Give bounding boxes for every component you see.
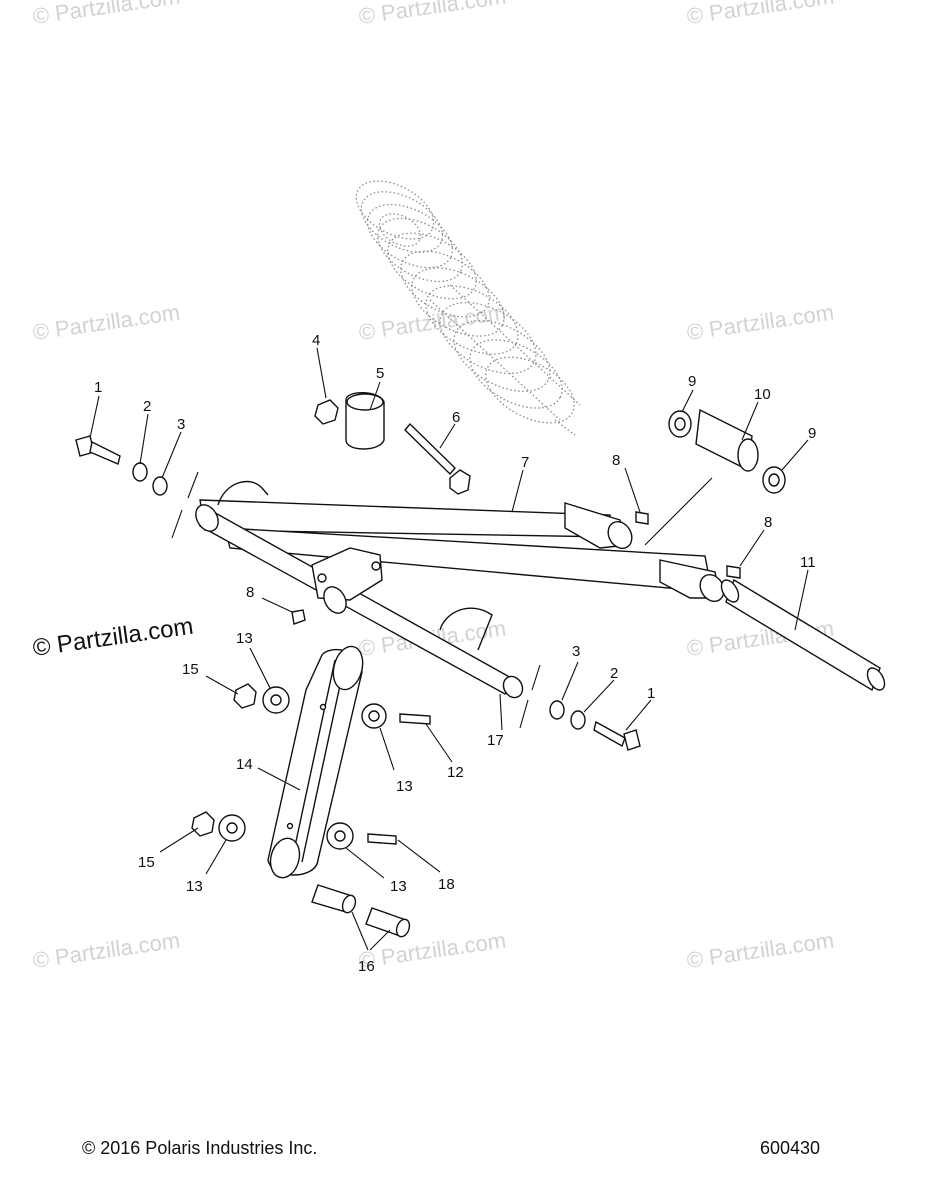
callout-13-bottom-left: 13 xyxy=(186,878,203,895)
watermark-layer: © Partzilla.com © Partzilla.com © Partzi… xyxy=(31,0,835,973)
callout-1: 1 xyxy=(94,379,102,396)
callout-10: 10 xyxy=(754,386,771,403)
callout-17: 17 xyxy=(487,732,504,749)
callout-8-right: 8 xyxy=(764,514,772,531)
shaft-11 xyxy=(720,578,886,692)
callout-15-top: 15 xyxy=(182,661,199,678)
watermark: © Partzilla.com xyxy=(31,300,181,345)
copyright-notice: © 2016 Polaris Industries Inc. xyxy=(82,1138,318,1158)
callout-11: 11 xyxy=(800,554,816,571)
spring-shock-reference xyxy=(355,180,581,436)
callout-12: 12 xyxy=(447,764,464,781)
callout-8-top: 8 xyxy=(612,452,620,469)
callout-15-bottom: 15 xyxy=(138,854,155,871)
drawing-number: 600430 xyxy=(760,1138,821,1158)
leader-lines xyxy=(89,347,809,951)
watermark: © Partzilla.com xyxy=(685,0,835,29)
callout-18: 18 xyxy=(438,876,455,893)
callout-13-mid: 13 xyxy=(396,778,413,795)
callout-5: 5 xyxy=(376,365,384,382)
callout-7: 7 xyxy=(521,454,529,471)
right-top-hardware xyxy=(644,408,786,546)
a-arm-assembly xyxy=(195,480,725,699)
callout-3: 3 xyxy=(177,416,185,433)
watermark: © Partzilla.com xyxy=(685,928,835,973)
right-lower-hardware xyxy=(519,664,641,751)
callout-2-right: 2 xyxy=(610,665,618,682)
top-hardware xyxy=(314,392,471,495)
link-assembly xyxy=(191,645,431,938)
callout-9-right: 9 xyxy=(808,425,816,442)
watermark: © Partzilla.com xyxy=(357,928,507,973)
callout-1-right: 1 xyxy=(647,685,655,702)
grease-fittings xyxy=(291,511,741,625)
callout-2: 2 xyxy=(143,398,151,415)
callout-13-bottom-right: 13 xyxy=(390,878,407,895)
callout-9-left: 9 xyxy=(688,373,696,390)
watermark: © Partzilla.com xyxy=(31,928,181,973)
callout-8-left: 8 xyxy=(246,584,254,601)
watermark: © Partzilla.com xyxy=(31,613,195,662)
callout-3-right: 3 xyxy=(572,643,580,660)
watermark: © Partzilla.com xyxy=(357,0,507,29)
left-hardware xyxy=(75,435,199,539)
callout-14: 14 xyxy=(236,756,253,773)
callout-labels: 1 2 3 4 5 6 7 8 8 8 9 10 9 11 13 15 14 1… xyxy=(94,332,816,975)
callout-13-top: 13 xyxy=(236,630,253,647)
watermark: © Partzilla.com xyxy=(31,0,181,29)
watermark: © Partzilla.com xyxy=(685,300,835,345)
callout-16: 16 xyxy=(358,958,375,975)
callout-4: 4 xyxy=(312,332,320,349)
callout-6: 6 xyxy=(452,409,460,426)
